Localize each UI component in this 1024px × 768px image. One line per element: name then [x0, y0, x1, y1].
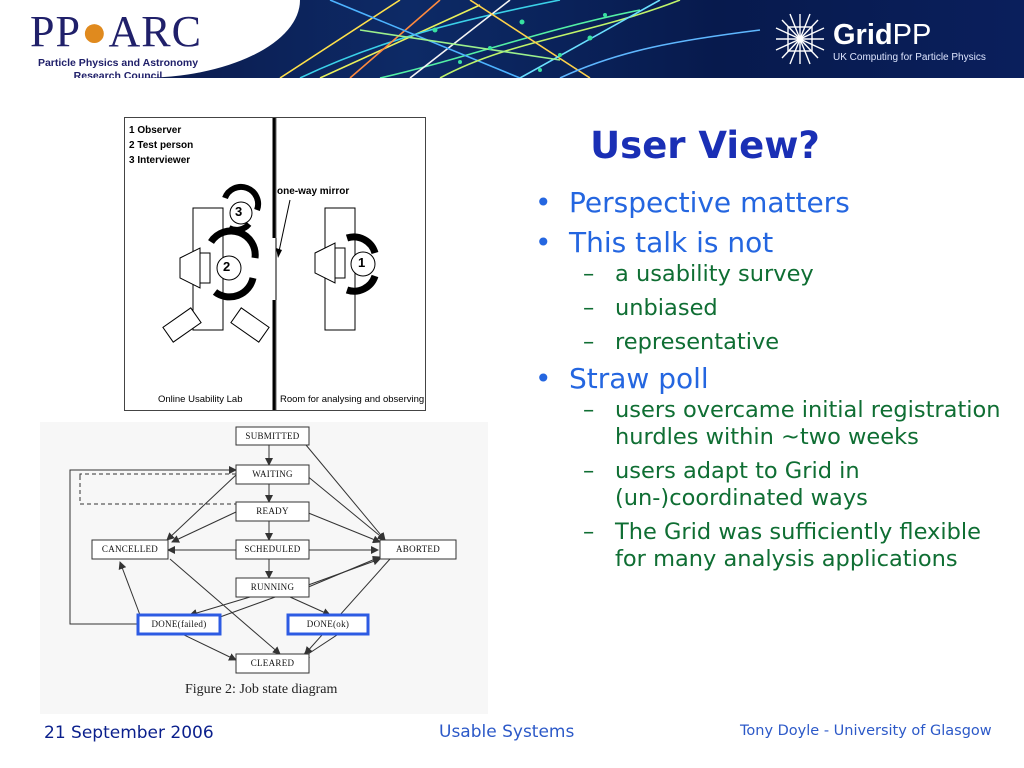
state-running: RUNNING — [250, 582, 295, 592]
bullet-list: •Perspective matters •This talk is not –… — [535, 183, 1005, 573]
gridpp-logo: GridPP — [833, 19, 932, 51]
bullet-dot-icon: • — [535, 186, 552, 219]
sub-bullet-item: –unbiased — [583, 295, 718, 321]
sub-bullet-item: –The Grid was sufficiently flexible for … — [583, 519, 981, 572]
marker-3: 3 — [235, 204, 243, 219]
dash-icon: – — [583, 295, 595, 321]
sub-bullet-item: –representative — [583, 329, 780, 355]
particle-tracks-graphic — [279, 0, 761, 78]
footer-date: 21 September 2006 — [44, 723, 214, 743]
dash-icon: – — [583, 397, 595, 423]
bullet-item: •This talk is not — [535, 223, 1005, 263]
slide-title: User View? — [590, 124, 820, 167]
dash-icon: – — [583, 329, 595, 355]
state-done-failed: DONE(failed) — [151, 619, 207, 629]
pparc-subtitle-line1: Particle Physics and Astronomy — [37, 57, 199, 69]
dash-icon: – — [583, 261, 595, 287]
bullet-dot-icon: • — [535, 362, 552, 395]
lab-legend: 1 Observer 2 Test person 3 Interviewer — [129, 123, 193, 168]
header-banner: PP●ARC Particle Physics and Astronomy Re… — [0, 0, 1024, 78]
bullet-item: •Perspective matters — [535, 183, 1005, 223]
bullet-dot-icon: • — [535, 226, 552, 259]
job-state-diagram: SUBMITTED WAITING READY CANCELLED SCHEDU… — [40, 422, 488, 714]
state-done-ok: DONE(ok) — [306, 619, 350, 629]
usability-lab-figure: 1 Observer 2 Test person 3 Interviewer — [124, 117, 426, 411]
lab-caption-left: Online Usability Lab — [158, 394, 243, 405]
legend-item: 2 Test person — [129, 140, 194, 151]
footer-author: Tony Doyle - University of Glasgow — [740, 723, 992, 739]
legend-item: 3 Interviewer — [129, 155, 191, 166]
sub-bullet-item: –a usability survey — [583, 261, 814, 287]
bullet-item: •Straw poll — [535, 359, 1005, 399]
mirror-label: one-way mirror — [277, 186, 350, 197]
lab-caption-right: Room for analysing and observing — [280, 394, 425, 405]
pparc-subtitle-line2: Research Council — [73, 70, 163, 78]
pparc-logo: PP●ARC — [30, 7, 203, 56]
gridpp-subtitle: UK Computing for Particle Physics — [833, 52, 986, 63]
sub-bullet-item: –users overcame initial registration hur… — [583, 397, 1001, 450]
footer-title: Usable Systems — [439, 722, 575, 742]
lab-floorplan-drawing — [162, 118, 379, 410]
state-cancelled: CANCELLED — [101, 544, 159, 554]
marker-2: 2 — [223, 259, 231, 274]
state-diagram-edges — [69, 426, 457, 674]
dash-icon: – — [583, 458, 595, 484]
state-scheduled: SCHEDULED — [244, 544, 301, 554]
marker-1: 1 — [358, 255, 366, 270]
state-waiting: WAITING — [252, 469, 293, 479]
gridpp-star-icon — [775, 13, 825, 65]
sub-bullet-item: –users adapt to Grid in (un-)coordinated… — [583, 458, 868, 511]
dash-icon: – — [583, 519, 595, 545]
state-submitted: SUBMITTED — [245, 431, 300, 441]
state-diagram-caption: Figure 2: Job state diagram — [185, 682, 338, 697]
state-aborted: ABORTED — [395, 544, 441, 554]
legend-item: 1 Observer — [129, 125, 182, 136]
state-cleared: CLEARED — [250, 658, 295, 668]
state-ready: READY — [256, 506, 289, 516]
